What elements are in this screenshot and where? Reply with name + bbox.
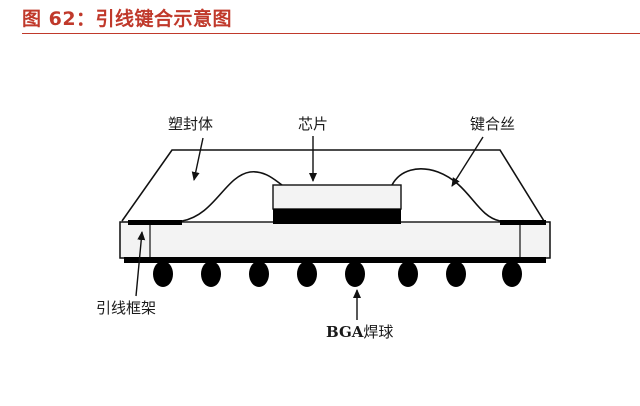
solder-ball (297, 261, 317, 287)
chip-die (272, 184, 402, 210)
bond-wire-right (391, 168, 501, 222)
bottom-trace (124, 257, 546, 263)
title-divider (22, 33, 640, 34)
substrate (119, 221, 551, 259)
solder-ball (153, 261, 173, 287)
molding-compound (121, 149, 545, 222)
label-molding: 塑封体 (168, 115, 213, 133)
label-bga-prefix: BGA (326, 323, 364, 341)
pad-left (128, 220, 182, 225)
solder-ball (446, 261, 466, 287)
figure-title: 图 62：引线键合示意图 (22, 8, 233, 30)
arrow-bond-wire (451, 136, 484, 187)
solder-ball (398, 261, 418, 287)
solder-ball (201, 261, 221, 287)
arrow-molding (191, 137, 204, 181)
solder-ball (345, 261, 365, 287)
die-attach (273, 209, 401, 224)
label-bga-suffix: 焊球 (363, 323, 393, 341)
pad-right (500, 220, 546, 225)
solder-ball (249, 261, 269, 287)
label-bond-wire: 键合丝 (470, 115, 515, 133)
label-lead-frame: 引线框架 (96, 299, 156, 317)
label-chip: 芯片 (298, 115, 328, 133)
solder-ball (502, 261, 522, 287)
label-bga: BGA焊球 (326, 323, 393, 341)
bga-solder-balls (153, 261, 522, 287)
arrow-lead-frame (135, 231, 146, 297)
bond-wire-left (181, 171, 283, 222)
